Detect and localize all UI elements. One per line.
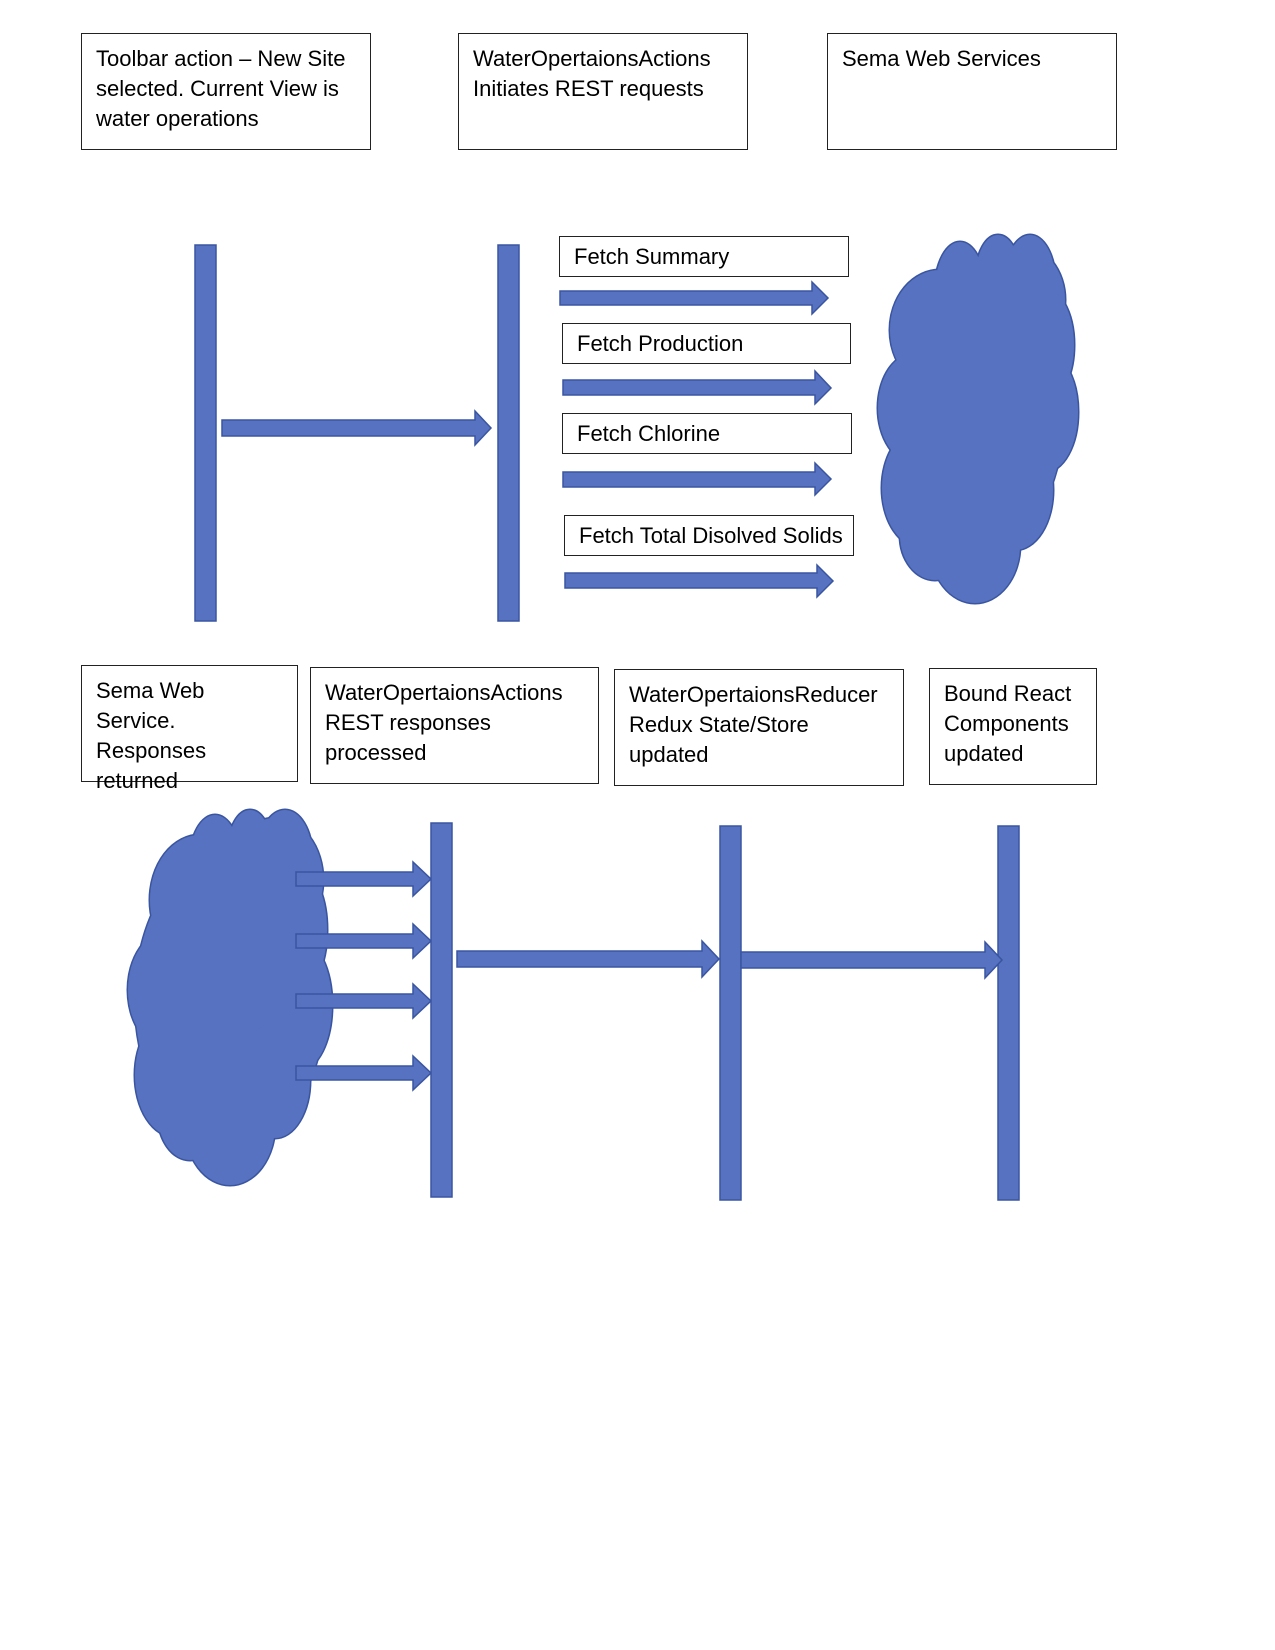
fetch-chlorine-arrow [562,461,833,497]
response-arrow-2 [295,922,433,960]
responses-returned-line-1: Sema Web Service. [96,678,205,733]
toolbar-action-box: Toolbar action – New Site selected. Curr… [81,33,371,150]
actions-initiate-line-1: WaterOpertaionsActions [473,46,711,71]
responses-cloud [128,810,332,1185]
components-lifeline [997,825,1020,1201]
web-services-cloud [878,235,1078,603]
responses-processed-line-2: REST responses processed [325,710,491,765]
reducer-lifeline [719,825,742,1201]
react-components-line-3: updated [944,741,1024,766]
fetch-tds-label: Fetch Total Disolved Solids [564,515,854,556]
actions-initiate-box: WaterOpertaionsActions Initiates REST re… [458,33,748,150]
toolbar-action-line-1: Toolbar action – New Site [96,46,346,71]
fetch-summary-label: Fetch Summary [559,236,849,277]
react-components-box: Bound React Components updated [929,668,1097,785]
reducer-line-3: updated [629,742,709,767]
fetch-summary-arrow [559,280,830,316]
actions-to-reducer-arrow [456,939,721,979]
react-components-line-2: Components [944,711,1069,736]
reducer-to-components-arrow [740,940,1004,980]
web-services-box: Sema Web Services [827,33,1117,150]
fetch-chlorine-label: Fetch Chlorine [562,413,852,454]
responses-returned-line-2: Responses [96,738,207,763]
responses-processed-box: WaterOpertaionsActions REST responses pr… [310,667,599,784]
web-services-line-1: Sema Web Services [842,46,1041,71]
toolbar-to-actions-arrow [221,409,493,447]
toolbar-action-line-3: water operations [96,106,259,131]
responses-processed-line-1: WaterOpertaionsActions [325,680,563,705]
responses-returned-box: Sema Web Service. Responses returned [81,665,298,793]
reducer-box: WaterOpertaionsReducer Redux State/Store… [614,669,904,786]
actions-lifeline [497,244,520,622]
toolbar-action-line-2: selected. Current View is [96,76,339,101]
fetch-production-label: Fetch Production [562,323,851,364]
react-components-line-1: Bound React [944,681,1072,706]
responses-returned-line-3: returned [96,768,178,793]
response-arrow-1 [295,860,433,898]
fetch-tds-arrow [564,563,835,599]
reducer-line-2: Redux State/Store [629,712,809,737]
actions-processed-lifeline [430,822,453,1198]
fetch-production-arrow [562,369,833,406]
response-arrow-3 [295,982,433,1020]
response-arrow-4 [295,1054,433,1092]
actions-initiate-line-2: Initiates REST requests [473,76,704,101]
toolbar-lifeline [194,244,217,622]
reducer-line-1: WaterOpertaionsReducer [629,682,878,707]
